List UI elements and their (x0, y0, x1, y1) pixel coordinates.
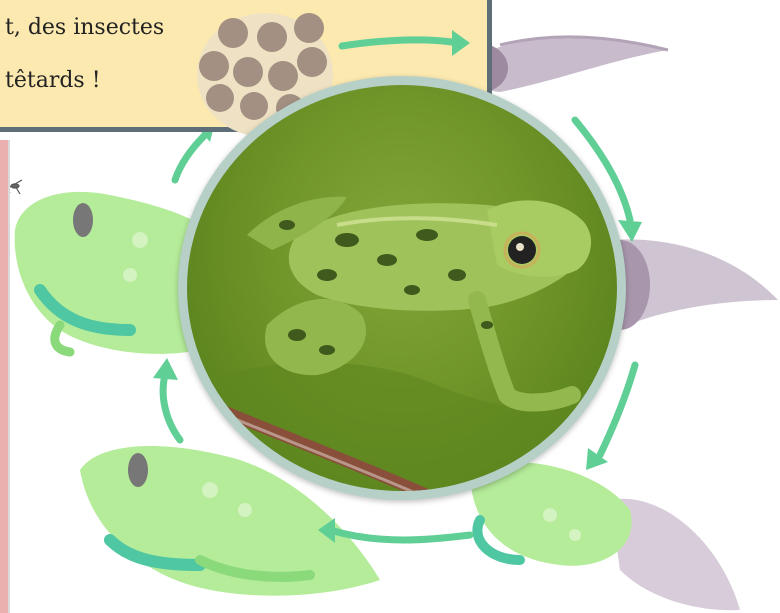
frog-photo-drawing (187, 85, 617, 491)
frog-photo (187, 85, 617, 491)
frog-photo-frame (178, 76, 626, 500)
